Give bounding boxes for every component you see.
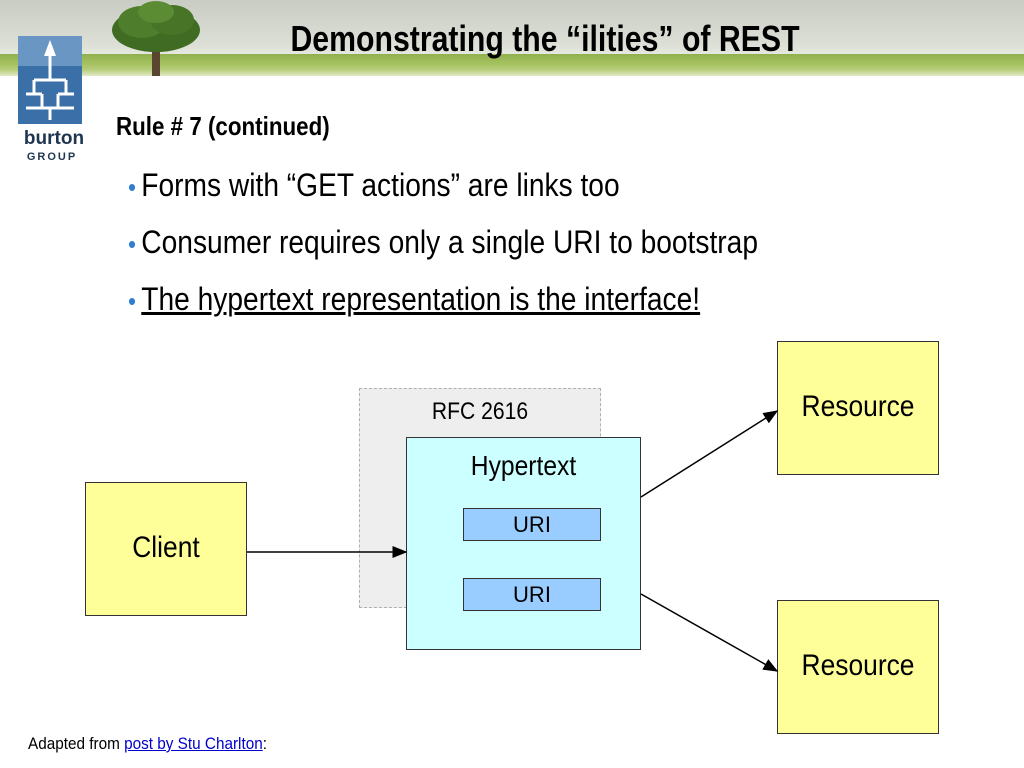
bullet-item: •Forms with “GET actions” are links too	[128, 163, 758, 220]
bullet-item: •The hypertext representation is the int…	[128, 277, 758, 334]
client-box: Client	[85, 482, 247, 616]
client-label: Client	[132, 531, 200, 564]
bullet-icon: •	[128, 172, 137, 202]
logo-word-group: GROUP	[27, 151, 77, 163]
hypertext-box	[406, 437, 641, 650]
source-link[interactable]: post by Stu Charlton	[124, 734, 263, 753]
hypertext-label: Hypertext	[470, 450, 577, 481]
bullet-text: Consumer requires only a single URI to b…	[141, 224, 758, 260]
footer-attribution: Adapted from post by Stu Charlton:	[28, 734, 267, 754]
grass-fade	[0, 70, 1024, 80]
bullet-icon: •	[128, 229, 137, 259]
footer-prefix: Adapted from	[28, 734, 125, 753]
hypertext-to-resource-top-arrow	[640, 410, 779, 498]
footer-suffix: :	[262, 734, 267, 753]
slide-title: Demonstrating the “ilities” of REST	[290, 18, 800, 59]
hypertext-to-resource-bottom-arrow	[640, 593, 779, 672]
tree-icon	[112, 1, 200, 76]
bullet-icon: •	[128, 286, 137, 316]
bullet-text: The hypertext representation is the inte…	[141, 281, 701, 317]
bullet-list: •Forms with “GET actions” are links too …	[128, 163, 844, 334]
bullet-text: Forms with “GET actions” are links too	[141, 167, 620, 203]
resource-box-top: Resource	[777, 341, 939, 475]
logo-word-burton: burton	[24, 128, 84, 149]
uri-box: URI	[463, 508, 601, 541]
resource-label: Resource	[801, 649, 915, 682]
rfc-2616-label: RFC 2616	[431, 398, 529, 425]
bullet-item: •Consumer requires only a single URI to …	[128, 220, 758, 277]
resource-label: Resource	[801, 390, 915, 423]
resource-box-bottom: Resource	[777, 600, 939, 734]
burton-group-logo: burton GROUP	[18, 36, 84, 163]
header-banner	[0, 0, 1024, 80]
slide-subtitle: Rule # 7 (continued)	[116, 111, 330, 141]
uri-box: URI	[463, 578, 601, 611]
